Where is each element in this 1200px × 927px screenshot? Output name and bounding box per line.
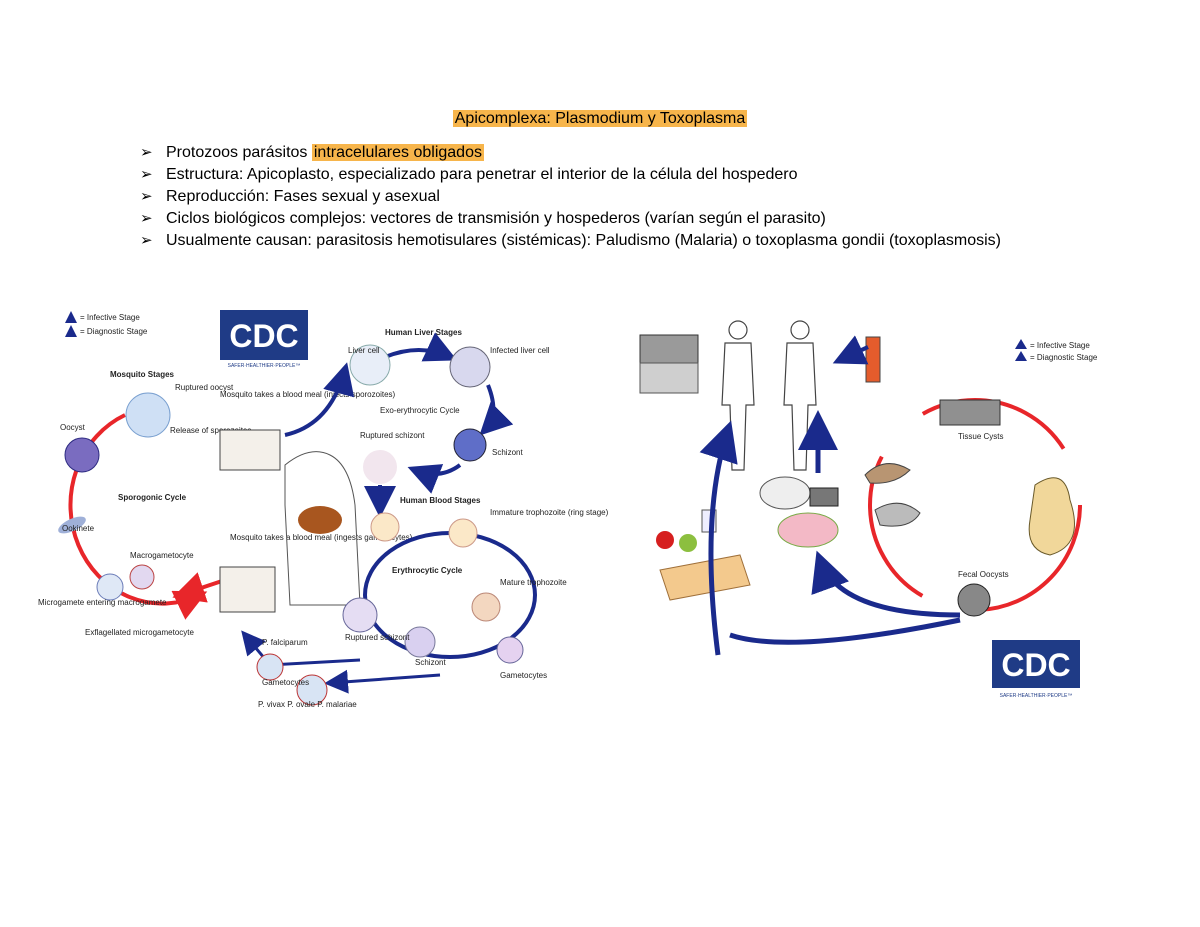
svg-text:P. vivax P. ovale P. malariae: P. vivax P. ovale P. malariae [258, 700, 357, 709]
svg-text:= Diagnostic Stage: = Diagnostic Stage [1030, 353, 1098, 362]
legend: = Infective Stage = Diagnostic Stage [65, 311, 148, 337]
bullet-item: ➢ Estructura: Apicoplasto, especializado… [140, 164, 1020, 186]
svg-text:Tissue Cysts: Tissue Cysts [958, 432, 1004, 441]
svg-text:Ookinete: Ookinete [62, 524, 95, 533]
highlighted-text: intracelulares obligados [311, 144, 484, 161]
svg-text:= Infective Stage: = Infective Stage [1030, 341, 1090, 350]
svg-text:Ruptured schizont: Ruptured schizont [360, 431, 425, 440]
arrow-bullet-icon: ➢ [140, 166, 153, 183]
svg-text:Immature trophozoite (ring sta: Immature trophozoite (ring stage) [490, 508, 609, 517]
bullet-item: ➢ Protozoos parásitos intracelulares obl… [140, 142, 1020, 164]
toxoplasma-life-cycle-diagram: = Infective Stage = Diagnostic Stage Tis… [639, 320, 1098, 699]
svg-text:Mosquito takes a blood meal (i: Mosquito takes a blood meal (ingests gam… [230, 533, 413, 542]
bullet-item: ➢ Ciclos biológicos complejos: vectores … [140, 208, 1020, 230]
bullet-list: ➢ Protozoos parásitos intracelulares obl… [140, 142, 1020, 252]
svg-text:Ruptured oocyst: Ruptured oocyst [175, 383, 234, 392]
svg-text:Human Liver Stages: Human Liver Stages [385, 328, 462, 337]
arrow-bullet-icon: ➢ [140, 144, 153, 161]
svg-text:Gametocytes: Gametocytes [262, 678, 309, 687]
svg-text:Microgamete entering macrogame: Microgamete entering macrogamete [38, 598, 167, 607]
svg-text:Mosquito takes a blood meal (i: Mosquito takes a blood meal (injects spo… [220, 390, 396, 399]
svg-text:Release of sporozoites: Release of sporozoites [170, 426, 251, 435]
svg-text:Schizont: Schizont [415, 658, 446, 667]
cdc-logo: CDC SAFER·HEALTHIER·PEOPLE™ [220, 310, 308, 369]
svg-text:SAFER·HEALTHIER·PEOPLE™: SAFER·HEALTHIER·PEOPLE™ [1000, 693, 1073, 699]
document-title: Apicomplexa: Plasmodium y Toxoplasma [0, 110, 1200, 128]
arrow-bullet-icon: ➢ [140, 210, 153, 227]
svg-text:Ruptured schizont: Ruptured schizont [345, 633, 410, 642]
svg-text:Liver cell: Liver cell [348, 346, 380, 355]
svg-text:SAFER·HEALTHIER·PEOPLE™: SAFER·HEALTHIER·PEOPLE™ [228, 363, 301, 369]
svg-text:Exo-erythrocytic Cycle: Exo-erythrocytic Cycle [380, 406, 460, 415]
svg-text:= Diagnostic Stage: = Diagnostic Stage [80, 327, 148, 336]
svg-text:Human Blood Stages: Human Blood Stages [400, 496, 481, 505]
svg-text:CDC: CDC [1001, 647, 1070, 683]
bullet-item: ➢ Reproducción: Fases sexual y asexual [140, 186, 1020, 208]
svg-text:Erythrocytic Cycle: Erythrocytic Cycle [392, 566, 463, 575]
svg-text:Oocyst: Oocyst [60, 423, 86, 432]
legend: = Infective Stage = Diagnostic Stage [1015, 339, 1098, 362]
svg-text:Exflagellated microgametocyte: Exflagellated microgametocyte [85, 628, 194, 637]
svg-text:Fecal Oocysts: Fecal Oocysts [958, 570, 1009, 579]
svg-text:Infected liver cell: Infected liver cell [490, 346, 550, 355]
svg-text:P. falciparum: P. falciparum [262, 638, 308, 647]
svg-text:Mature trophozoite: Mature trophozoite [500, 578, 567, 587]
bullet-item: ➢ Usualmente causan: parasitosis hemotis… [140, 230, 1020, 252]
cdc-logo: CDC SAFER·HEALTHIER·PEOPLE™ [992, 640, 1080, 699]
title-highlight: Apicomplexa: Plasmodium y Toxoplasma [452, 110, 748, 127]
svg-text:Schizont: Schizont [492, 448, 523, 457]
malaria-life-cycle-diagram: = Infective Stage = Diagnostic Stage CDC… [38, 310, 609, 709]
svg-text:Mosquito Stages: Mosquito Stages [110, 370, 175, 379]
svg-text:= Infective Stage: = Infective Stage [80, 313, 140, 322]
human-figures [721, 320, 817, 471]
svg-text:Sporogonic Cycle: Sporogonic Cycle [118, 493, 187, 502]
svg-text:Gametocytes: Gametocytes [500, 671, 547, 680]
svg-text:Macrogametocyte: Macrogametocyte [130, 551, 194, 560]
svg-text:CDC: CDC [229, 318, 298, 354]
arrow-bullet-icon: ➢ [140, 232, 153, 249]
arrow-bullet-icon: ➢ [140, 188, 153, 205]
